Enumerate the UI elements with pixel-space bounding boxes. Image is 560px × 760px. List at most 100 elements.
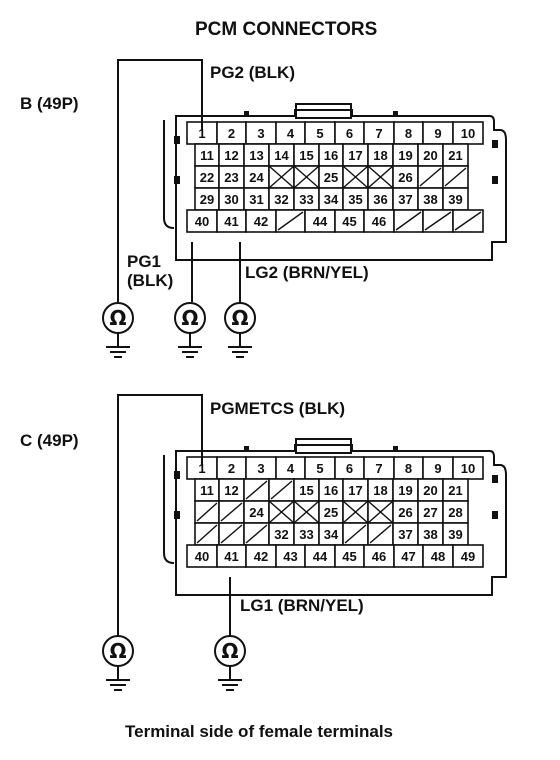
connector-lock-tab <box>174 471 180 479</box>
terminal-number: 17 <box>348 148 362 163</box>
blank-terminal-slash <box>245 480 268 500</box>
blank-terminal-cross <box>293 165 320 189</box>
footer-note: Terminal side of female terminals <box>125 722 393 741</box>
terminal-number: 8 <box>405 126 412 141</box>
terminal-number: 20 <box>423 148 437 163</box>
terminal-number: 34 <box>324 192 339 207</box>
terminal-number: 39 <box>448 192 462 207</box>
terminal-number: 6 <box>346 126 353 141</box>
terminal-number: 34 <box>324 527 339 542</box>
terminal-number: 22 <box>200 170 214 185</box>
terminal-number: 30 <box>224 192 238 207</box>
terminal-number: 7 <box>375 461 382 476</box>
connector-key <box>295 438 352 454</box>
pg2-wire <box>117 59 203 302</box>
terminal-number: 44 <box>313 214 328 229</box>
terminal-number: 42 <box>254 549 268 564</box>
connector-pin-mark <box>393 111 398 116</box>
blank-terminal-slash <box>444 167 467 187</box>
terminal-number: 26 <box>398 170 412 185</box>
terminal-number: 24 <box>249 170 264 185</box>
terminal-number: 10 <box>461 461 475 476</box>
connector-lock-tab <box>174 176 180 184</box>
lg2-wire-label: LG2 (BRN/YEL) <box>245 263 369 282</box>
pg1-wire-label: PG1 (BLK) <box>127 252 174 290</box>
terminal-number: 45 <box>342 214 356 229</box>
terminal-number: 43 <box>283 549 297 564</box>
connector-lock-tab <box>492 176 498 184</box>
terminal-number: 2 <box>228 126 235 141</box>
terminal-number: 11 <box>200 148 214 163</box>
pg2-wire-label: PG2 (BLK) <box>210 63 295 82</box>
blank-terminal-slash <box>220 524 243 544</box>
blank-terminal-cross <box>268 165 295 189</box>
terminal-number: 18 <box>373 483 387 498</box>
terminal-number: 18 <box>373 148 387 163</box>
terminal-number: 33 <box>299 192 313 207</box>
terminal-number: 16 <box>324 148 338 163</box>
terminal-number: 33 <box>299 527 313 542</box>
terminal-number: 25 <box>324 505 338 520</box>
terminal-number: 21 <box>448 483 462 498</box>
terminal-number: 24 <box>249 505 264 520</box>
terminal-number: 16 <box>324 483 338 498</box>
terminal-number: 19 <box>398 148 412 163</box>
blank-terminal-cross <box>293 500 320 524</box>
terminal-number: 40 <box>195 549 209 564</box>
blank-terminal-slash <box>369 524 392 544</box>
terminal-number: 46 <box>372 214 386 229</box>
terminal-number: 35 <box>348 192 362 207</box>
connector-lock-tab <box>492 511 498 519</box>
terminal-number: 9 <box>434 126 441 141</box>
terminal-number: 5 <box>316 461 323 476</box>
terminal-number: 9 <box>434 461 441 476</box>
connector-latch <box>163 120 175 229</box>
terminal-number: 47 <box>401 549 415 564</box>
blank-terminal-slash <box>419 167 442 187</box>
terminal-number: 21 <box>448 148 462 163</box>
terminal-number: 48 <box>431 549 445 564</box>
ohm-symbol: Ω <box>181 306 198 330</box>
blank-terminal-slash <box>344 524 367 544</box>
blank-terminal-slash <box>196 524 218 544</box>
terminal-number: 2 <box>228 461 235 476</box>
terminal-number: 13 <box>249 148 263 163</box>
terminal-number: 42 <box>254 214 268 229</box>
terminal-number: 3 <box>257 461 264 476</box>
terminal-number: 1 <box>198 461 205 476</box>
blank-terminal-slash <box>270 480 293 500</box>
terminal-number: 27 <box>423 505 437 520</box>
blank-terminal-cross <box>342 500 369 524</box>
terminal-number: 49 <box>461 549 475 564</box>
terminal-number: 39 <box>448 527 462 542</box>
pgmetcs-wire-label: PGMETCS (BLK) <box>210 399 346 418</box>
blank-terminal-cross <box>268 500 295 524</box>
terminal-number: 28 <box>448 505 462 520</box>
terminal-number: 5 <box>316 126 323 141</box>
lg1-wire-label: LG1 (BRN/YEL) <box>240 596 364 615</box>
terminal-number: 41 <box>224 549 238 564</box>
terminal-number: 15 <box>299 148 313 163</box>
terminal-number: 7 <box>375 126 382 141</box>
terminal-number: 12 <box>224 483 238 498</box>
terminal-number: 45 <box>342 549 356 564</box>
blank-terminal-cross <box>367 500 394 524</box>
blank-terminal-slash <box>245 524 268 544</box>
terminal-number: 36 <box>373 192 387 207</box>
connector-lock-tab <box>492 140 498 148</box>
pgmetcs-wire <box>117 394 203 636</box>
terminal-number: 4 <box>287 461 295 476</box>
ohm-symbol: Ω <box>109 639 126 663</box>
connector-pin-mark <box>393 446 398 451</box>
terminal-number: 32 <box>274 527 288 542</box>
blank-terminal-slash <box>220 502 243 522</box>
connector-lock-tab <box>174 136 180 144</box>
terminal-number: 40 <box>195 214 209 229</box>
terminal-number: 25 <box>324 170 338 185</box>
connector-b-label: B (49P) <box>20 94 79 113</box>
terminal-number: 37 <box>398 192 412 207</box>
connector-key <box>295 103 352 119</box>
terminal-number: 29 <box>200 192 214 207</box>
